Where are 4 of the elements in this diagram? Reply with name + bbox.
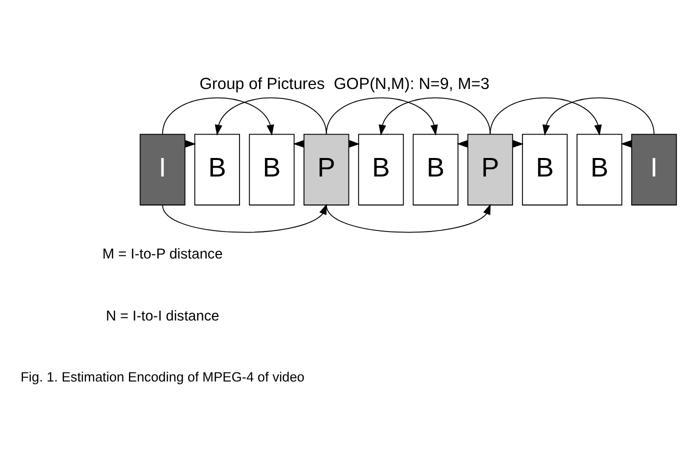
caption: Fig. 1. Estimation Encoding of MPEG-4 of video bbox=[20, 368, 304, 384]
diagram-title: Group of Pictures GOP(N,M): N=9, M=3 bbox=[199, 74, 490, 93]
label: M = I-to-P distance bbox=[102, 246, 223, 262]
label: N = I-to-I distance bbox=[106, 308, 220, 324]
